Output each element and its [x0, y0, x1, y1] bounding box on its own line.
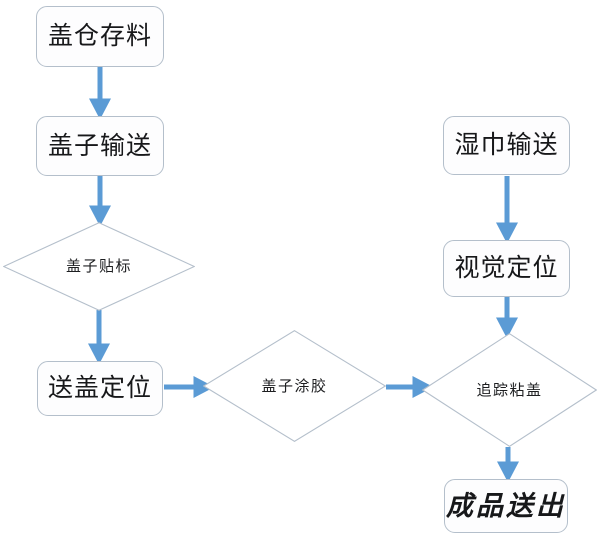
- flow-node-diamond-n3[interactable]: 盖子贴标: [3, 222, 195, 311]
- flow-node-label: 盖仓存料: [47, 22, 152, 50]
- diamond-outline: [422, 333, 597, 447]
- flow-node-diamond-n8[interactable]: 追踪粘盖: [422, 333, 597, 447]
- flow-node-label: 追踪粘盖: [476, 381, 543, 399]
- flow-node-rounded-rect-n7[interactable]: 视觉定位: [443, 240, 570, 297]
- flow-node-label: 视觉定位: [454, 254, 559, 282]
- flow-node-rounded-rect-n6[interactable]: 湿巾输送: [443, 116, 570, 175]
- flow-node-rounded-rect-n2[interactable]: 盖子输送: [36, 116, 164, 176]
- diamond-outline: [203, 330, 386, 442]
- flow-node-label: 盖子涂胶: [261, 377, 328, 395]
- flow-node-label: 盖子输送: [47, 131, 152, 160]
- flow-node-rounded-rect-n1[interactable]: 盖仓存料: [36, 6, 164, 67]
- flow-node-rounded-rect-n4[interactable]: 送盖定位: [37, 361, 163, 416]
- flow-node-label: 成品送出: [446, 490, 566, 522]
- flow-node-label: 湿巾输送: [454, 131, 559, 159]
- flow-node-label: 送盖定位: [47, 374, 152, 402]
- flow-node-label: 盖子贴标: [65, 258, 132, 275]
- flow-node-diamond-n5[interactable]: 盖子涂胶: [203, 330, 386, 442]
- flow-node-rounded-rect-n9[interactable]: 成品送出: [444, 479, 568, 533]
